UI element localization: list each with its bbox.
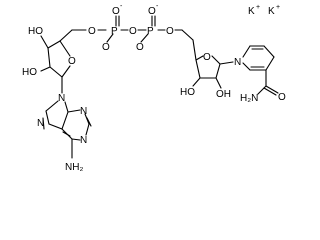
bond (71, 138, 81, 141)
bond (67, 109, 81, 113)
amide-oxygen-label: O (278, 92, 286, 103)
potassium-charge: + (256, 4, 260, 11)
oxygen-anion-label: O (112, 6, 120, 17)
bridge-oxygen-label: O (129, 26, 137, 37)
bond (59, 29, 73, 42)
atom-labels: K + K + O - O - P P O O O O O O O HO HO … (22, 3, 286, 173)
bonds (40, 15, 279, 159)
bond (86, 117, 92, 127)
pyridine-nitrogen-label: N (234, 57, 241, 68)
bond (48, 123, 63, 130)
bond (140, 33, 149, 43)
hydroxyl-label: HO (180, 87, 195, 98)
phosphorus-label: P (111, 26, 118, 37)
bond (49, 66, 63, 78)
bond (45, 100, 59, 112)
bond (85, 123, 90, 136)
bond (211, 55, 221, 65)
adenine-nitrogen-label: N (80, 135, 87, 146)
bond (242, 45, 251, 58)
phosphoryl-oxygen-label: O (102, 42, 110, 53)
bond (62, 131, 71, 137)
bond (40, 66, 51, 72)
bond (265, 85, 279, 94)
anion-charge: - (120, 3, 123, 10)
bond (192, 39, 197, 61)
ring-oxygen-label: O (68, 56, 76, 67)
adenine-nitrogen-label: N (58, 93, 65, 104)
bond (106, 33, 114, 43)
phosphoryl-oxygen-label: O (136, 42, 144, 53)
adenine-nitrogen-label: N (80, 106, 87, 117)
adenine-amine-label: NH₂ (65, 162, 83, 173)
amide-nh2-label: H₂N (240, 93, 258, 104)
bond (215, 77, 222, 89)
oxygen-anion-label: O (148, 6, 156, 17)
hydroxyl-label: OH (216, 89, 231, 100)
anion-charge: - (156, 3, 159, 10)
bond (265, 56, 275, 71)
bond (263, 87, 277, 96)
bond (215, 63, 221, 79)
bond (45, 110, 50, 125)
bond (242, 62, 251, 71)
structure-drawing: K + K + O - O - P P O O O O O O O HO HO … (22, 3, 286, 173)
bond (64, 101, 69, 113)
bond (181, 29, 194, 41)
bond (47, 47, 51, 68)
bond (219, 61, 234, 65)
bond (195, 55, 204, 61)
bond (61, 111, 69, 130)
bond (42, 117, 45, 130)
bond (257, 85, 267, 95)
bond (59, 40, 71, 57)
phosphorus-label: P (147, 26, 154, 37)
ring-oxygen-label: O (203, 52, 211, 63)
potassium-label: K (248, 6, 255, 17)
bridge-oxygen-label: O (88, 26, 96, 37)
bond (192, 77, 201, 87)
adenine-nitrogen-label: N (37, 118, 44, 129)
hydroxyl-label: HO (22, 67, 37, 78)
bond (195, 59, 201, 79)
hydroxyl-label: HO (28, 26, 43, 37)
bond (47, 40, 61, 49)
potassium-label: K (268, 6, 275, 17)
bond (40, 35, 49, 49)
potassium-charge: + (276, 4, 280, 11)
bridge-oxygen-label: O (166, 26, 174, 37)
bond (263, 45, 275, 58)
chemical-structure: K + K + O - O - P P O O O O O O O HO HO … (22, 3, 286, 173)
bond (61, 65, 71, 78)
